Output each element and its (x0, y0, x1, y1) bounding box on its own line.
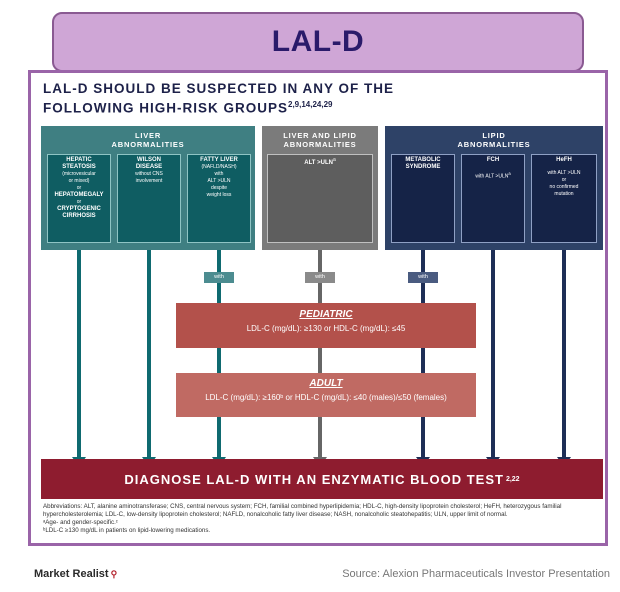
pediatric-criteria-box: PEDIATRIC LDL-C (mg/dL): ≥130 or HDL-C (… (176, 303, 476, 348)
group-lipid-line1: LIPID (482, 131, 506, 140)
group-liver-line2: ABNORMALITIES (111, 140, 185, 149)
heading-line-2: FOLLOWING HIGH-RISK GROUPS2,9,14,24,29 (43, 97, 603, 117)
wilson-t2: DISEASE (135, 164, 163, 170)
heading-line-1: LAL-D SHOULD BE SUSPECTED IN ANY OF THE (43, 81, 395, 96)
pediatric-title: PEDIATRIC (299, 309, 353, 320)
heading-refs: 2,9,14,24,29 (288, 100, 333, 109)
title-banner: LAL-D (52, 12, 584, 72)
box-alt-uln: ALT >ULNa (267, 154, 373, 243)
fch-n1-wrap: with ALT >ULNa (462, 170, 524, 181)
adult-criteria: LDL-C (mg/dL): ≥160ᵇ or HDL-C (mg/dL): ≤… (205, 393, 447, 402)
hepatic-n1: (microvesicular (62, 171, 96, 177)
group-mixed-line2: ABNORMALITIES (283, 140, 357, 149)
diagnose-refs: 2,22 (505, 475, 520, 483)
group-mixed-line1: LIVER AND LIPID (283, 131, 357, 140)
wilson-t1: WILSON (137, 157, 161, 163)
box-hepatic-steatosis: HEPATIC STEATOSIS (microvesicular or mix… (47, 154, 111, 243)
metabolic-t2: SYNDROME (405, 164, 441, 170)
hefh-n4: mutation (554, 191, 574, 197)
alt-sup: a (332, 157, 336, 163)
box-fatty-liver: FATTY LIVER (NAFLD/NASH) with ALT >ULN d… (187, 154, 251, 243)
hepatic-n2: or mixed) (68, 178, 90, 184)
fatty-n4: despite (210, 185, 228, 191)
box-wilson-disease: WILSON DISEASE without CNS involvement (117, 154, 181, 243)
fatty-n3: ALT >ULN (207, 178, 231, 184)
hepatic-t3: HEPATOMEGALY (54, 192, 104, 198)
source-credit: Source: Alexion Pharmaceuticals Investor… (342, 568, 610, 580)
alt-t1: ALT >ULN (304, 159, 333, 166)
adult-title: ADULT (309, 378, 343, 389)
wilson-n1: without CNS (135, 171, 163, 177)
footnote-a: ᵃAge- and gender-specific.ᶜ (43, 519, 119, 526)
with-tag-alt: with (305, 272, 335, 283)
hepatic-or2: or (76, 199, 82, 205)
hepatic-t2: STEATOSIS (62, 164, 96, 170)
fatty-n1: (NAFLD/NASH) (201, 164, 237, 170)
brand-name: Market Realist (34, 568, 109, 580)
fatty-n2: with (214, 171, 224, 177)
footnotes: Abbreviations: ALT, alanine aminotransfe… (43, 503, 603, 535)
group-lipid-abnormalities: LIPID ABNORMALITIES (385, 126, 603, 154)
hepatic-or1: or (76, 185, 82, 191)
with-tag-fatty: with (204, 272, 234, 283)
brand-logo: Market Realist ⚲ (34, 568, 117, 580)
hefh-t1: HeFH (556, 157, 572, 163)
pediatric-criteria: LDL-C (mg/dL): ≥130 or HDL-C (mg/dL): ≤4… (246, 324, 406, 333)
group-lipid-line2: ABNORMALITIES (457, 140, 531, 149)
group-liver-abnormalities: LIVER ABNORMALITIES (41, 126, 255, 154)
fch-t1: FCH (486, 157, 500, 163)
fatty-t1: FATTY LIVER (200, 157, 238, 163)
diagram-heading: LAL-D SHOULD BE SUSPECTED IN ANY OF THE … (43, 81, 603, 117)
hefh-n3: no confirmed (549, 184, 579, 190)
arrow-hepatic (77, 250, 81, 464)
group-liver-line1: LIVER (134, 131, 162, 140)
footnote-b: ᵇLDL-C ≥130 mg/dL in patients on lipid-l… (43, 527, 211, 534)
arrow-fch (491, 250, 495, 464)
metabolic-t1: METABOLIC (405, 157, 441, 163)
diagnose-bar: DIAGNOSE LAL-D WITH AN ENZYMATIC BLOOD T… (41, 459, 603, 499)
heading-line-2-text: FOLLOWING HIGH-RISK GROUPS (43, 100, 288, 116)
box-fch: FCH with ALT >ULNa (461, 154, 525, 243)
fch-n1: with ALT >ULN (475, 173, 509, 180)
arrow-wilson (147, 250, 151, 464)
hefh-n2: or (561, 177, 567, 183)
adult-criteria-box: ADULT LDL-C (mg/dL): ≥160ᵇ or HDL-C (mg/… (176, 373, 476, 417)
arrow-alt-uln (318, 250, 322, 464)
diagnose-text: DIAGNOSE LAL-D WITH AN ENZYMATIC BLOOD T… (124, 471, 504, 487)
wilson-n2: involvement (135, 178, 163, 184)
box-hefh: HeFH with ALT >ULN or no confirmed mutat… (531, 154, 597, 243)
arrow-metabolic (421, 250, 425, 464)
footnote-abbreviations: Abbreviations: ALT, alanine aminotransfe… (43, 503, 562, 518)
page-title: LAL-D (271, 25, 365, 58)
diagram-frame: LAL-D SHOULD BE SUSPECTED IN ANY OF THE … (28, 70, 608, 546)
hepatic-t1: HEPATIC (66, 157, 92, 163)
box-metabolic-syndrome: METABOLIC SYNDROME (391, 154, 455, 243)
hepatic-t4: CRYPTOGENIC (57, 206, 101, 212)
arrow-hefh (562, 250, 566, 464)
fch-sup: a (508, 171, 511, 176)
magnifier-icon: ⚲ (110, 568, 118, 579)
hefh-n1: with ALT >ULN (547, 170, 581, 176)
hepatic-t5: CIRRHOSIS (62, 213, 96, 219)
fatty-n5: weight loss (206, 192, 232, 198)
arrow-fatty-liver (217, 250, 221, 464)
group-liver-lipid-abnormalities: LIVER AND LIPID ABNORMALITIES (262, 126, 378, 154)
with-tag-metabolic: with (408, 272, 438, 283)
